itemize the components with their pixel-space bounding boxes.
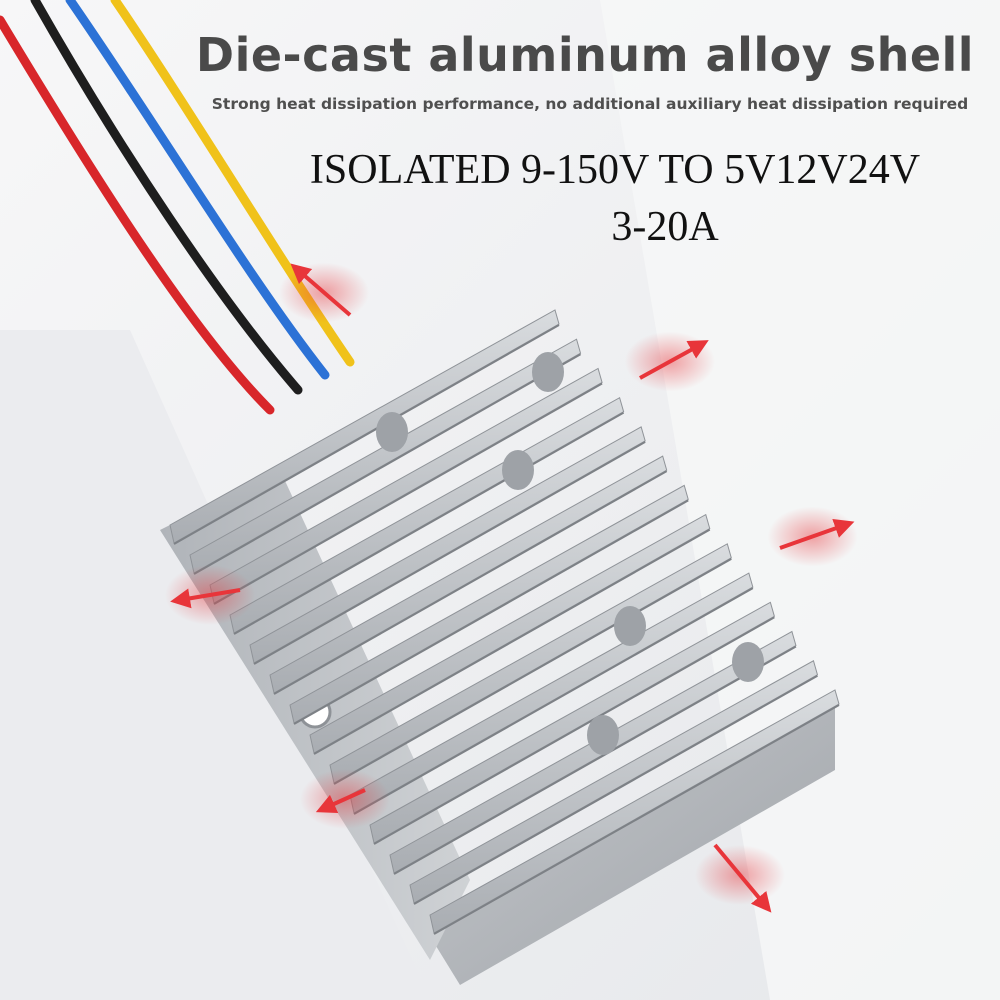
subheadline: Strong heat dissipation performance, no … — [211, 95, 969, 113]
spec-current: 3-20A — [611, 204, 719, 250]
cooling-fin — [189, 338, 582, 574]
heat-arrow-icon — [639, 340, 709, 380]
heat-arrow-icon — [713, 843, 772, 913]
red-wire — [0, 15, 275, 415]
cooling-fin — [249, 426, 646, 664]
cooling-fin — [289, 484, 689, 724]
top-bosses — [376, 352, 764, 755]
fin-groove — [293, 499, 689, 725]
fin-groove — [313, 528, 711, 755]
cooling-fin — [369, 601, 775, 844]
fin-groove — [353, 587, 754, 815]
heat-arrow-icon — [170, 588, 241, 609]
fin-groove — [373, 616, 775, 845]
heat-arrow-icon — [315, 788, 366, 814]
cooling-fin — [389, 630, 797, 874]
fin-groove — [433, 704, 840, 935]
fin-groove — [193, 353, 582, 575]
fin-groove — [233, 411, 625, 635]
headline: Die-cast aluminum alloy shell — [195, 28, 975, 82]
fin-groove — [273, 470, 668, 695]
heat-arrow-icon — [779, 518, 855, 550]
background-wall-light — [600, 0, 1000, 1000]
fin-groove — [333, 557, 732, 785]
cooling-fin — [309, 513, 711, 754]
spec-voltage: ISOLATED 9-150V TO 5V12V24V — [309, 147, 921, 193]
black-wire — [30, 0, 303, 395]
fin-groove — [253, 441, 646, 665]
cooling-fin — [169, 309, 560, 544]
cooling-fin — [269, 455, 668, 694]
cooling-fin — [409, 660, 819, 904]
fin-groove — [413, 674, 818, 905]
heat-arrow-icon — [290, 263, 352, 317]
fin-groove — [173, 324, 560, 545]
heat-arrows — [165, 262, 858, 913]
blue-wire — [65, 0, 330, 380]
cooling-fin — [429, 689, 840, 934]
fin-groove — [393, 645, 797, 875]
background-wall-shadow — [0, 330, 430, 1000]
cooling-fins — [169, 309, 840, 935]
fin-groove — [213, 382, 603, 605]
